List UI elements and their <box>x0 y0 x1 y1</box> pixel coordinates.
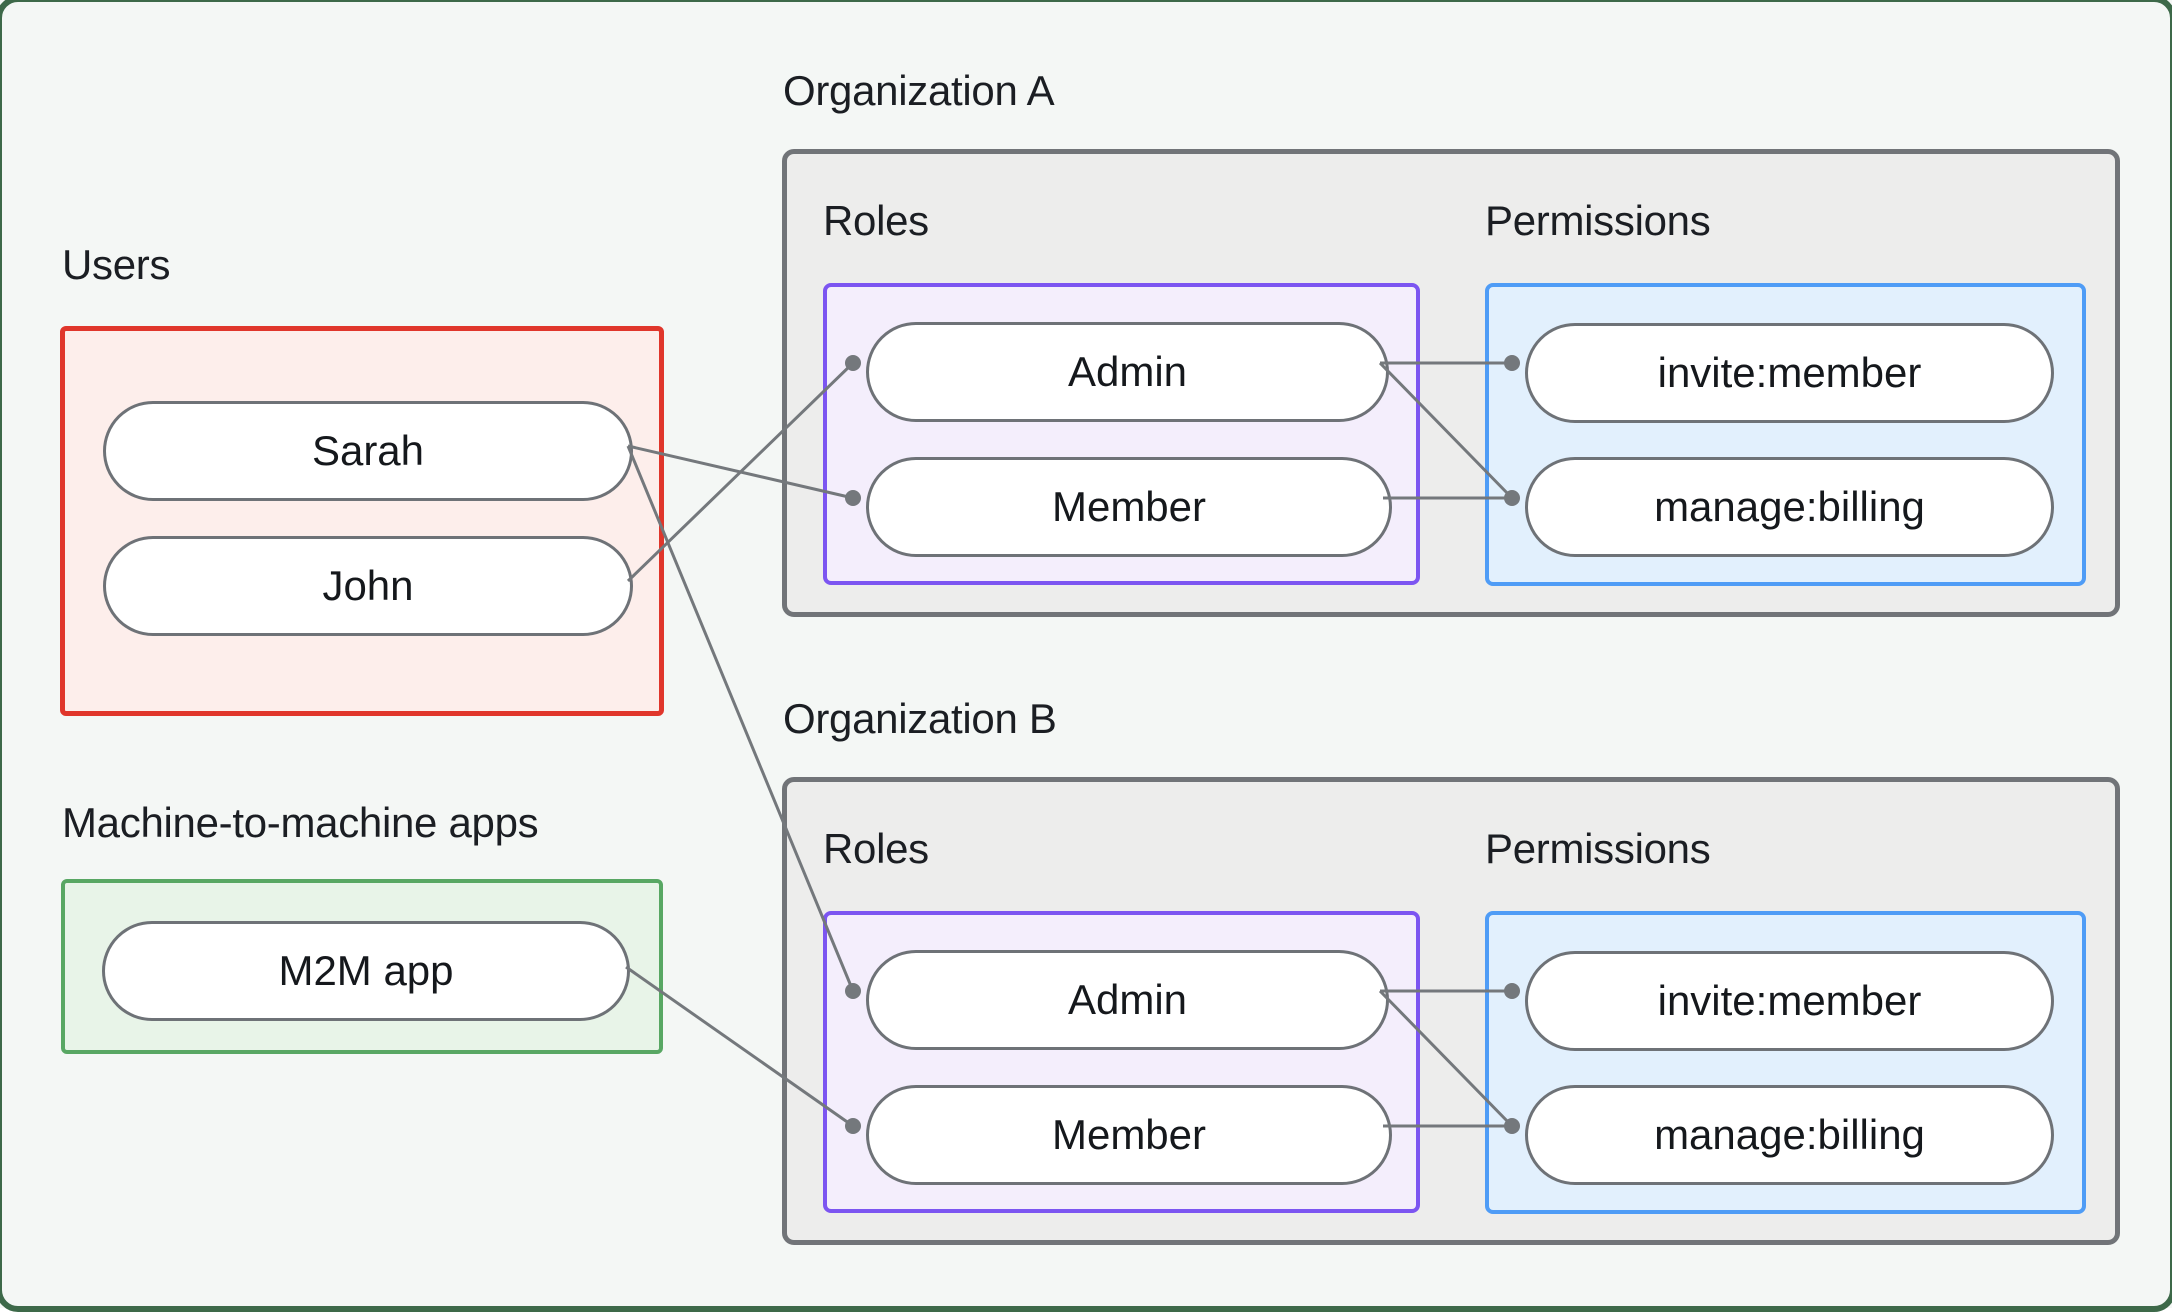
org-a-permission-pill-invite-member: invite:member <box>1525 323 2054 423</box>
org-a-role-pill-member: Member <box>866 457 1392 557</box>
org-a-role-pill-admin: Admin <box>866 322 1389 422</box>
org-b-permission-pill-manage-billing: manage:billing <box>1525 1085 2054 1185</box>
org-b-permissions-label: Permissions <box>1485 825 1711 872</box>
users-group-label: Users <box>62 241 171 288</box>
org-a-roles-label: Roles <box>823 197 929 244</box>
org-a-box: Roles Permissions Admin Member invite:me… <box>782 149 2120 617</box>
org-b-title: Organization B <box>783 695 1057 742</box>
m2m-group-label: Machine-to-machine apps <box>62 799 539 846</box>
org-a-title: Organization A <box>783 67 1055 114</box>
user-pill-sarah: Sarah <box>103 401 633 501</box>
org-b-permissions-box: invite:member manage:billing <box>1485 911 2086 1214</box>
m2m-group-box: M2M app <box>61 879 663 1054</box>
org-b-role-pill-admin: Admin <box>866 950 1389 1050</box>
org-a-roles-box: Admin Member <box>823 283 1420 585</box>
org-a-permission-pill-manage-billing: manage:billing <box>1525 457 2054 557</box>
org-b-permission-pill-invite-member: invite:member <box>1525 951 2054 1051</box>
org-b-box: Roles Permissions Admin Member invite:me… <box>782 777 2120 1245</box>
org-a-permissions-box: invite:member manage:billing <box>1485 283 2086 586</box>
org-a-permissions-label: Permissions <box>1485 197 1711 244</box>
user-pill-john: John <box>103 536 633 636</box>
org-b-roles-label: Roles <box>823 825 929 872</box>
org-b-roles-box: Admin Member <box>823 911 1420 1213</box>
org-b-role-pill-member: Member <box>866 1085 1392 1185</box>
users-group-box: Sarah John <box>60 326 664 716</box>
m2m-app-pill: M2M app <box>102 921 630 1021</box>
